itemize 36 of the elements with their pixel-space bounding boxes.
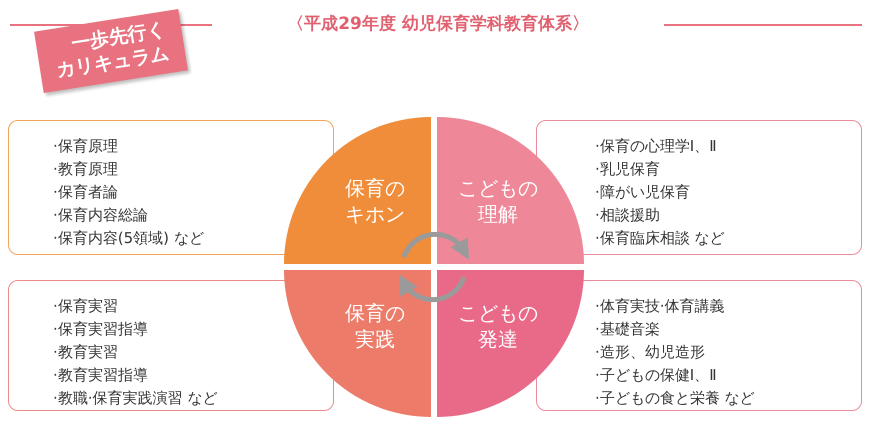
course-item: ·教育実習指導 <box>53 365 149 386</box>
course-list-box <box>8 120 334 255</box>
tag-text: 一歩先行くカリキュラム <box>54 18 172 84</box>
quarter-circle-segment <box>437 117 584 264</box>
course-item: ·教育実習 <box>53 342 119 363</box>
quarter-circle-segment <box>284 117 431 264</box>
course-item: ·障がい児保育 <box>595 182 691 203</box>
course-item: ·相談援助 <box>595 205 661 226</box>
course-item: ·保育の心理学Ⅰ、Ⅱ <box>595 136 718 157</box>
course-item: ·教育原理 <box>53 159 119 180</box>
course-item: ·保育内容(5領域) など <box>53 228 204 249</box>
course-item: ·保育原理 <box>53 136 119 157</box>
course-item: ·保育内容総論 <box>53 205 149 226</box>
segment-title: こどもの理解 <box>457 175 539 227</box>
course-item: ·保育実習指導 <box>53 319 149 340</box>
course-list-box <box>8 280 334 411</box>
course-item: ·子どもの保健Ⅰ、Ⅱ <box>595 365 718 386</box>
course-item: ·乳児保育 <box>595 159 661 180</box>
course-list-box <box>536 120 862 255</box>
cycle-arrow <box>398 274 466 302</box>
course-item: ·保育者論 <box>53 182 119 203</box>
course-item: ·基礎音楽 <box>595 319 661 340</box>
course-item: ·造形、幼児造形 <box>595 342 706 363</box>
segment-title: 保育の実践 <box>344 300 406 352</box>
course-item: ·教職·保育実践演習 など <box>53 388 218 409</box>
segment-title: 保育のキホン <box>344 175 406 227</box>
course-item: ·体育実技·体育講義 <box>595 296 726 317</box>
quarter-circle-segment <box>284 270 431 417</box>
diagram-title: 〈平成29年度 幼児保育学科教育体系〉 <box>286 13 590 36</box>
quarter-circle-segment <box>437 270 584 417</box>
segment-title: こどもの発達 <box>457 300 539 352</box>
course-item: ·保育実習 <box>53 296 119 317</box>
course-list-box <box>536 280 862 411</box>
course-item: ·子どもの食と栄養 など <box>595 388 755 409</box>
course-item: ·保育臨床相談 など <box>595 228 725 249</box>
cycle-arrow <box>402 232 470 260</box>
